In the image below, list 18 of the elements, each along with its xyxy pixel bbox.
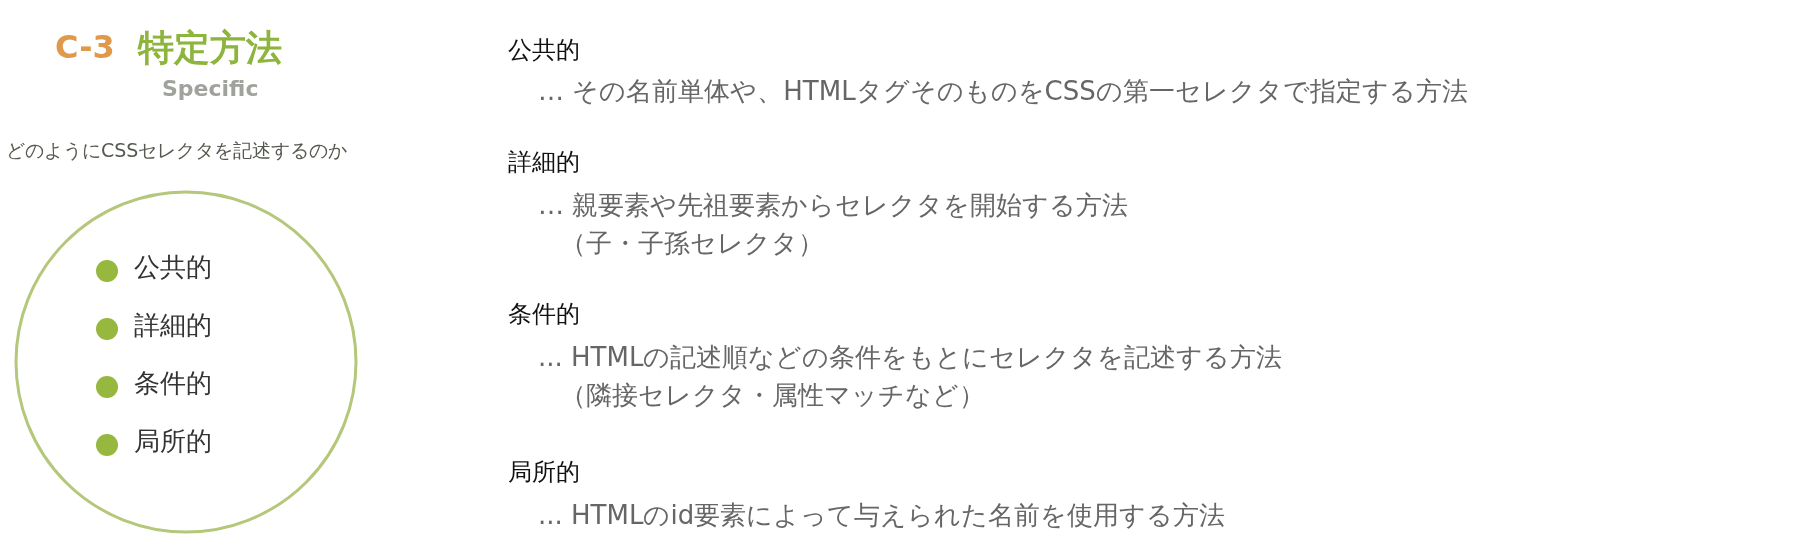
term-heading: 局所的 [508, 457, 580, 488]
list-item: 公共的 [134, 251, 212, 284]
term-definition: ... HTMLの記述順などの条件をもとにセレクタを記述する方法 [538, 341, 1283, 374]
term-definition: … その名前単体や、HTMLタグそのものをCSSの第一セレクタで指定する方法 [538, 75, 1468, 108]
term-definition: ... HTMLのid要素によって与えられた名前を使用する方法 [538, 499, 1226, 532]
title: 特定方法 [138, 26, 282, 70]
list-item: 条件的 [134, 367, 212, 400]
term-note: （子・子孫セレクタ） [560, 227, 824, 260]
section-number: C-3 [55, 28, 115, 66]
term-note: （隣接セレクタ・属性マッチなど） [560, 379, 985, 412]
list-item: 詳細的 [134, 309, 212, 342]
description: どのようにCSSセレクタを記述するのか [6, 138, 348, 163]
term-definition: … 親要素や先祖要素からセレクタを開始する方法 [538, 189, 1129, 222]
term-heading: 条件的 [508, 299, 580, 330]
list-item: 局所的 [134, 425, 212, 458]
term-heading: 詳細的 [508, 147, 580, 178]
subtitle: Specific [162, 76, 259, 101]
term-heading: 公共的 [508, 35, 580, 66]
